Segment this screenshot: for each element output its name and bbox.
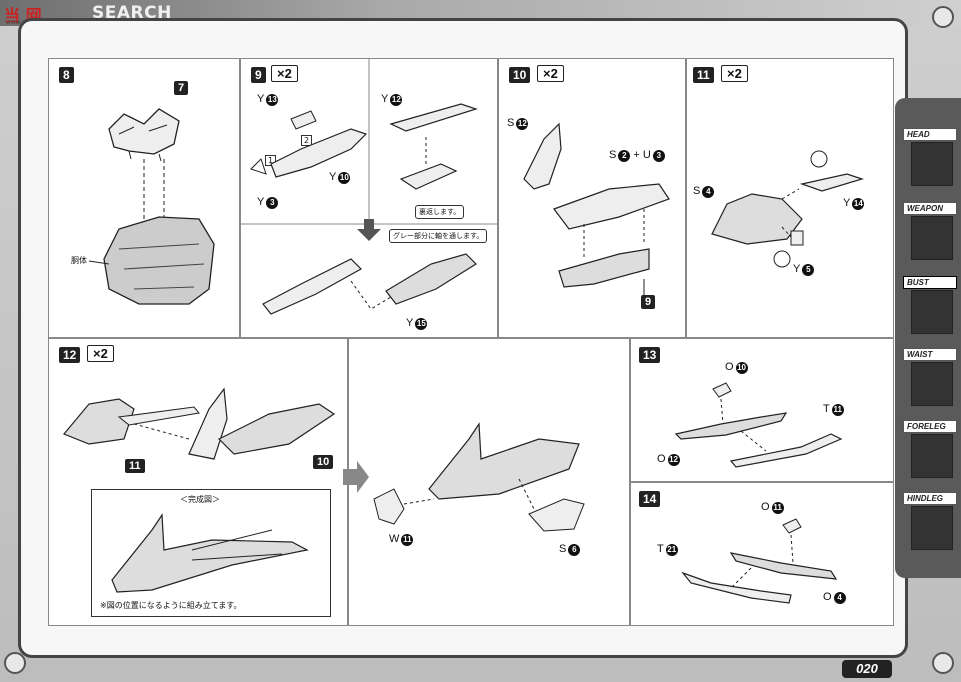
step-8-illustration xyxy=(88,108,215,305)
step-number: 10 xyxy=(509,67,531,83)
corner-badge-bottom-left xyxy=(4,652,26,674)
step-number: 13 xyxy=(639,347,661,363)
note-reverse: 裏返します。 xyxy=(415,205,465,219)
side-tab-head[interactable]: HEAD xyxy=(899,128,961,192)
step-number: 8 xyxy=(59,67,74,83)
step-12-panel: 12 ×2 11 10 ＜完成図＞ ※図の位置になるように組み立てます。 xyxy=(48,338,348,626)
note-axle: グレー部分に軸を通します。 xyxy=(389,229,488,243)
side-tab-bust[interactable]: BUST xyxy=(899,276,961,340)
weapon-thumbnail-icon xyxy=(911,216,953,260)
corner-badge-top-right xyxy=(932,6,954,28)
side-tab-label: FORELEG xyxy=(903,420,957,433)
completed-title: ＜完成図＞ xyxy=(180,495,220,504)
side-tab-label: HINDLEG xyxy=(903,492,957,505)
step-number: 9 xyxy=(251,67,266,83)
hindleg-thumbnail-icon xyxy=(911,506,953,550)
step-number: 11 xyxy=(693,67,714,83)
completed-illustration xyxy=(111,513,309,593)
bust-thumbnail-icon xyxy=(911,290,953,334)
part-number-9: 9 xyxy=(641,295,656,309)
times-two: ×2 xyxy=(271,65,298,82)
corner-badge-bottom-right xyxy=(932,652,954,674)
body-label: 胴体 xyxy=(71,256,87,265)
foreleg-thumbnail-icon xyxy=(911,434,953,478)
waist-thumbnail-icon xyxy=(911,362,953,406)
side-tab-foreleg[interactable]: FORELEG xyxy=(899,420,961,484)
side-tab-waist[interactable]: WAIST xyxy=(899,348,961,412)
step-10-illustration xyxy=(523,122,670,299)
step-11-illustration xyxy=(711,150,864,268)
box-2: 2 xyxy=(301,135,313,146)
side-tab-label: WAIST xyxy=(903,348,957,361)
head-thumbnail-icon xyxy=(911,142,953,186)
completed-view-box: ＜完成図＞ ※図の位置になるように組み立てます。 xyxy=(91,489,331,617)
side-tab-label: HEAD xyxy=(903,128,957,141)
part-number-11: 11 xyxy=(125,459,145,473)
step-13-illustration xyxy=(674,382,843,468)
side-tab-hindleg[interactable]: HINDLEG xyxy=(899,492,961,556)
times-two: ×2 xyxy=(537,65,564,82)
part-number-10: 10 xyxy=(313,455,334,469)
side-tab-weapon[interactable]: WEAPON xyxy=(899,202,961,266)
box-1: 1 xyxy=(265,155,277,166)
step-number: 14 xyxy=(639,491,661,507)
step-9-illustration xyxy=(241,59,499,315)
times-two: ×2 xyxy=(87,345,114,362)
side-tab-label: BUST xyxy=(903,276,957,289)
side-tab-label: WEAPON xyxy=(903,202,957,215)
step-number: 12 xyxy=(59,347,81,363)
part-number-7: 7 xyxy=(174,81,189,95)
step-12-result-illustration xyxy=(343,422,585,532)
step-8-panel: 8 7 胴体 xyxy=(48,58,240,338)
step-12-illustration xyxy=(63,387,336,460)
step-14-illustration xyxy=(681,518,838,604)
times-two: ×2 xyxy=(721,65,748,82)
page-number: 020 xyxy=(842,660,892,678)
completed-note: ※図の位置になるように組み立てます。 xyxy=(100,601,242,610)
